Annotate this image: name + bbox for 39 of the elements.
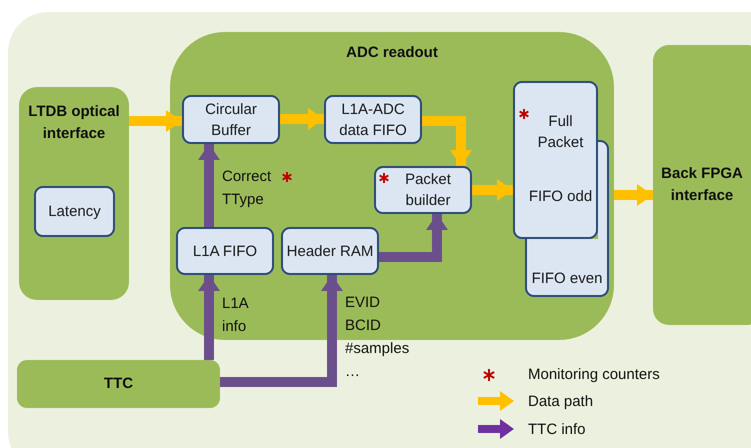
box-label: Latency <box>48 202 101 222</box>
box-label: FIFO even <box>532 269 602 289</box>
block-box <box>281 227 379 275</box>
box-label: L1A-ADC data FIFO <box>338 100 408 140</box>
module-panel <box>170 32 614 340</box>
arrow <box>614 184 653 206</box>
box-label: Full Packet <box>536 112 584 154</box>
legend-label: Monitoring counters <box>528 366 660 383</box>
module-panel <box>653 45 751 325</box>
edge-label: EVID BCID #samples … <box>345 293 410 382</box>
edge-label: Correct TType <box>222 167 272 210</box>
box-label: L1A FIFO <box>192 242 258 262</box>
block-box <box>525 239 609 297</box>
panel-title: ADC readout <box>346 43 438 63</box>
block-box <box>34 186 115 237</box>
panel-title: LTDB optical interface <box>27 102 121 144</box>
box-label: FIFO odd <box>528 186 592 207</box>
block-box <box>374 166 472 214</box>
arrow <box>129 110 182 132</box>
legend-label: TTC info <box>528 420 586 438</box>
arrow <box>379 214 448 262</box>
edge-label: L1A info <box>222 294 248 337</box>
block-box <box>324 95 422 144</box>
arrow <box>220 275 343 387</box>
arrow <box>472 179 513 201</box>
arrow <box>198 144 220 227</box>
block-box <box>182 95 280 144</box>
box-label: Circular Buffer <box>204 100 258 140</box>
module-panel <box>17 360 220 408</box>
block-box <box>176 227 274 275</box>
arrow <box>280 108 324 130</box>
module-panel <box>19 87 129 300</box>
box-label: Header RAM <box>286 242 374 262</box>
panel-title: Back FPGA interface <box>660 164 744 206</box>
legend-label: Data path <box>528 392 594 410</box>
box-label: Packet builder <box>404 170 452 211</box>
arrow <box>198 275 220 360</box>
panel-title: TTC <box>104 374 134 394</box>
block-box <box>513 81 598 239</box>
